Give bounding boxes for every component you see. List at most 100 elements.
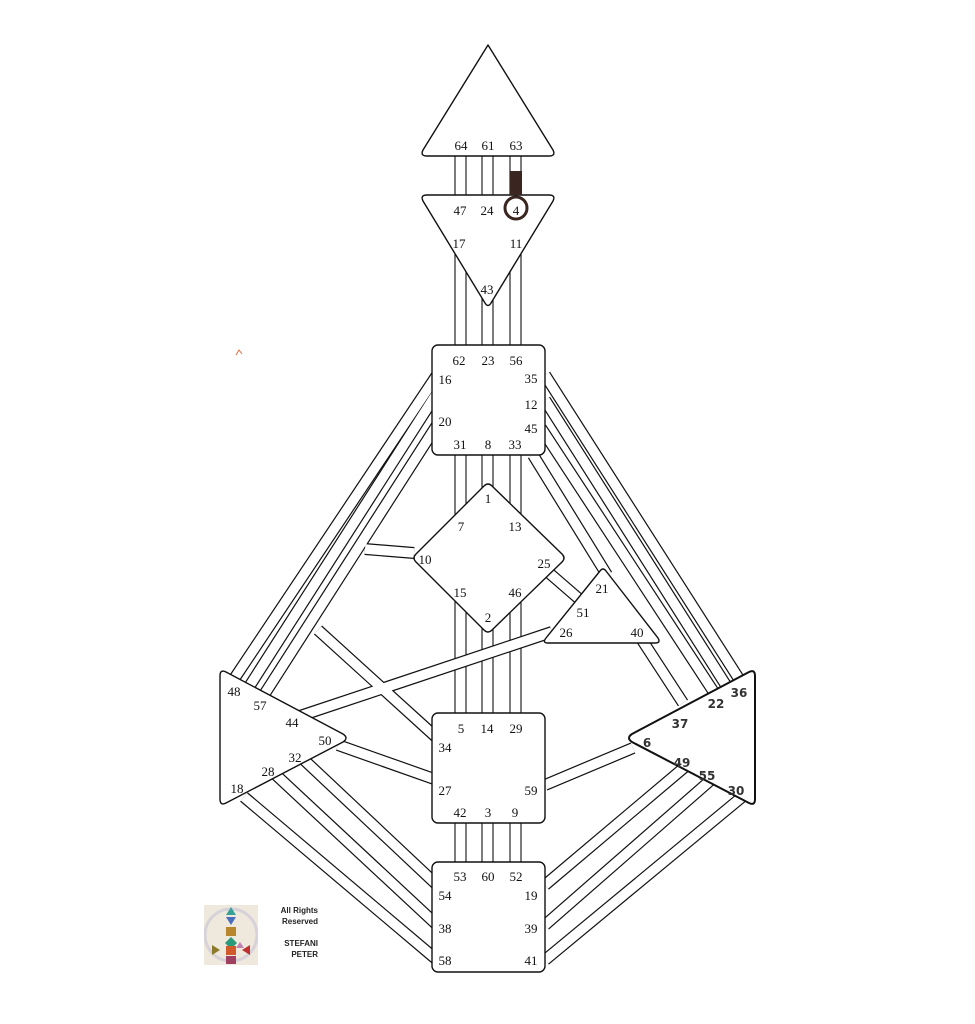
- channel-band-fill: [540, 397, 734, 693]
- heart-center[interactable]: [543, 568, 660, 644]
- gate-label-heart[interactable]: 51: [577, 605, 590, 620]
- channel-band-fill: [272, 771, 441, 929]
- gate-label-throat[interactable]: 35: [525, 371, 538, 386]
- gate-label-root[interactable]: 52: [510, 869, 523, 884]
- channel-band-fill: [540, 372, 746, 685]
- gate-label-spleen[interactable]: 50: [319, 733, 332, 748]
- gate-label-sacral[interactable]: 5: [458, 721, 465, 736]
- gate-label-throat[interactable]: 45: [525, 421, 538, 436]
- gate-label-spleen[interactable]: 32: [289, 750, 302, 765]
- channel-band-fill: [541, 775, 716, 929]
- gate-label-g[interactable]: 2: [485, 610, 492, 625]
- gate-label-throat[interactable]: 12: [525, 397, 538, 412]
- credits-reserved: Reserved: [281, 917, 318, 926]
- gate-label-throat[interactable]: 23: [482, 353, 495, 368]
- gate-label-throat[interactable]: 31: [454, 437, 467, 452]
- gate-label-ajna[interactable]: 47: [454, 203, 468, 218]
- gate-label-root[interactable]: 38: [439, 921, 452, 936]
- gate-label-g[interactable]: 10: [419, 552, 432, 567]
- gate-label-sacral[interactable]: 29: [510, 721, 523, 736]
- logo-thumbnail: [203, 905, 259, 965]
- channel-band-fill: [298, 627, 554, 721]
- g-center[interactable]: [413, 483, 565, 633]
- gate-label-root[interactable]: 19: [525, 888, 538, 903]
- gate-label-root[interactable]: 39: [525, 921, 538, 936]
- channel-band-fill: [637, 637, 688, 706]
- gate-label-sacral[interactable]: 59: [525, 783, 538, 798]
- gate-label-solar-plexus[interactable]: 37: [672, 717, 689, 731]
- credits-author-first: STEFANI: [284, 939, 318, 948]
- channel-band-fill: [240, 793, 441, 964]
- channel-band-fill: [336, 740, 439, 785]
- credits: All Rights Reserved STEFANI PETER: [272, 905, 318, 960]
- gate-label-head[interactable]: 61: [482, 138, 495, 153]
- gate-label-g[interactable]: 1: [485, 491, 492, 506]
- solar-plexus-center[interactable]: [628, 670, 756, 805]
- throat-center[interactable]: [431, 344, 546, 456]
- gate-label-sacral[interactable]: 14: [481, 721, 495, 736]
- gate-label-spleen[interactable]: 28: [262, 764, 275, 779]
- channel-band-fill: [528, 452, 612, 578]
- channel-band-fill: [242, 390, 442, 693]
- gate-label-ajna[interactable]: 17: [453, 236, 467, 251]
- gate-label-ajna[interactable]: 4: [513, 203, 520, 218]
- channel-band-fill: [298, 754, 441, 889]
- ajna-center[interactable]: [421, 194, 555, 307]
- gate-label-throat[interactable]: 20: [439, 414, 452, 429]
- gate-label-spleen[interactable]: 18: [231, 781, 244, 796]
- gate-label-spleen[interactable]: 48: [228, 684, 241, 699]
- head-center[interactable]: [421, 44, 555, 157]
- gate-label-root[interactable]: 54: [439, 888, 453, 903]
- credits-rights: All Rights: [280, 906, 318, 915]
- active-gate-4-marker: [503, 171, 529, 221]
- gate-label-root[interactable]: 58: [439, 953, 452, 968]
- channels: [227, 156, 747, 965]
- gate-label-spleen[interactable]: 44: [286, 715, 300, 730]
- gate-label-root[interactable]: 53: [454, 869, 467, 884]
- gate-label-heart[interactable]: 21: [596, 581, 609, 596]
- gate-label-root[interactable]: 60: [482, 869, 495, 884]
- gate-label-spleen[interactable]: 57: [254, 698, 268, 713]
- channel-band-fill: [541, 793, 746, 964]
- gate-label-root[interactable]: 41: [525, 953, 538, 968]
- root-center[interactable]: [431, 861, 546, 973]
- gate-label-solar-plexus[interactable]: 55: [699, 769, 716, 783]
- gate-label-sacral[interactable]: 27: [439, 783, 453, 798]
- channel-band-fill: [364, 544, 415, 558]
- gate-label-sacral[interactable]: 3: [485, 805, 492, 820]
- gate-label-throat[interactable]: 56: [510, 353, 524, 368]
- gate-label-throat[interactable]: 8: [485, 437, 492, 452]
- gate-label-solar-plexus[interactable]: 22: [708, 697, 725, 711]
- channel-band-fill: [257, 422, 442, 701]
- gate-label-g[interactable]: 15: [454, 585, 467, 600]
- gate-label-throat[interactable]: 62: [453, 353, 466, 368]
- stray-mark: [235, 349, 243, 356]
- gate-label-head[interactable]: 64: [455, 138, 469, 153]
- gate-label-throat[interactable]: 16: [439, 372, 453, 387]
- gate-label-solar-plexus[interactable]: 36: [731, 686, 748, 700]
- gate-label-sacral[interactable]: 42: [454, 805, 467, 820]
- gate-label-heart[interactable]: 40: [631, 625, 644, 640]
- channel-band-fill: [314, 626, 441, 742]
- gate-label-g[interactable]: 25: [538, 556, 551, 571]
- sacral-center[interactable]: [431, 712, 546, 824]
- gate-label-throat[interactable]: 33: [509, 437, 522, 452]
- logo-bodygraph-icon: [203, 907, 259, 964]
- gate-label-solar-plexus[interactable]: 30: [728, 784, 745, 798]
- spleen-center[interactable]: [219, 670, 347, 805]
- centers: [219, 44, 756, 973]
- gate-label-ajna[interactable]: 24: [481, 203, 495, 218]
- gate-label-head[interactable]: 63: [510, 138, 523, 153]
- gate-label-g[interactable]: 46: [509, 585, 523, 600]
- gate-label-ajna[interactable]: 43: [481, 282, 494, 297]
- gate-label-sacral[interactable]: 34: [439, 740, 453, 755]
- gate-label-solar-plexus[interactable]: 49: [674, 756, 691, 770]
- gate-label-solar-plexus[interactable]: 6: [643, 736, 651, 750]
- gate-label-sacral[interactable]: 9: [512, 805, 519, 820]
- gate-label-g[interactable]: 13: [509, 519, 522, 534]
- gate-label-g[interactable]: 7: [458, 519, 465, 534]
- gate-label-heart[interactable]: 26: [560, 625, 574, 640]
- gate-label-ajna[interactable]: 11: [510, 236, 523, 251]
